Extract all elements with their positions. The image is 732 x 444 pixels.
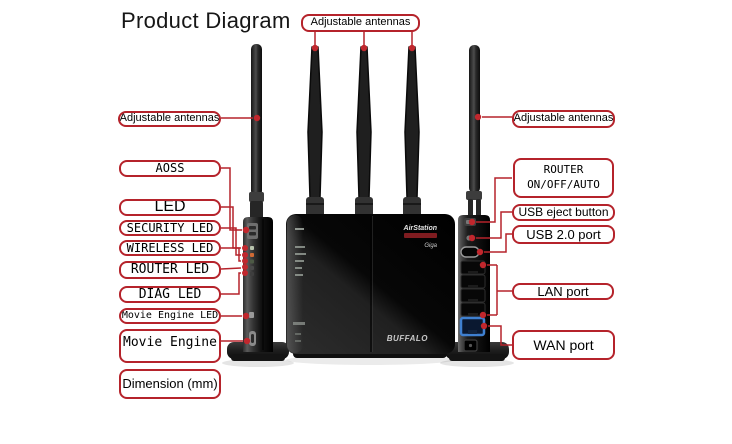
callout-movie-engine-led: Movie Engine LED [119,308,221,324]
movie-engine-led-lamp [249,312,254,318]
callout-adjustable-antennas-right: Adjustable antennas [512,110,615,128]
callout-usb-port: USB 2.0 port [512,225,615,244]
left-antenna-hinge [249,192,264,202]
callout-led: LED [119,199,221,216]
front-led-labels [293,228,306,342]
lan-ports [460,260,486,317]
front-branding: AirStation Giga BUFFALO [387,225,438,343]
page-title: Product Diagram [121,8,291,33]
callout-adjustable-antennas-top: Adjustable antennas [301,14,420,32]
callout-usb-eject-button: USB eject button [512,204,615,221]
front-antennas [307,46,420,199]
callout-router-on-off-auto: ROUTER ON/OFF/AUTO [513,158,614,198]
antenna-hinges [306,197,421,218]
callout-dots [242,44,488,345]
callout-connectors [220,31,512,346]
usb-2-port [460,246,480,258]
right-antenna [469,45,480,193]
callout-security-led: SECURITY LED [119,220,221,236]
router-left-side-view [227,44,289,361]
callout-aoss: AOSS [119,160,221,177]
giga-label: Giga [424,243,437,249]
callout-wan-port: WAN port [512,330,615,360]
callout-adjustable-antennas-left: Adjustable antennas [118,111,221,127]
left-device-body [243,217,273,352]
router-switch-label-line1: ROUTER [543,163,584,177]
router-front-view: AirStation Giga BUFFALO [286,46,455,358]
router-right-side-view [445,45,509,361]
callout-lan-port: LAN port [512,283,614,300]
callout-dimension-mm: Dimension (mm) [119,369,221,399]
callout-movie-engine: Movie Engine [119,329,221,363]
led-indicators [250,246,254,276]
airstation-logo: AirStation [403,225,437,232]
callout-wireless-led: WIRELESS LED [119,240,221,256]
router-switch-label-line2: ON/OFF/AUTO [527,178,600,191]
callout-router-led: ROUTER LED [119,261,221,279]
right-antenna-hinge [466,191,482,200]
buffalo-logo: BUFFALO [387,334,429,343]
callout-diag-led: DIAG LED [119,286,221,303]
